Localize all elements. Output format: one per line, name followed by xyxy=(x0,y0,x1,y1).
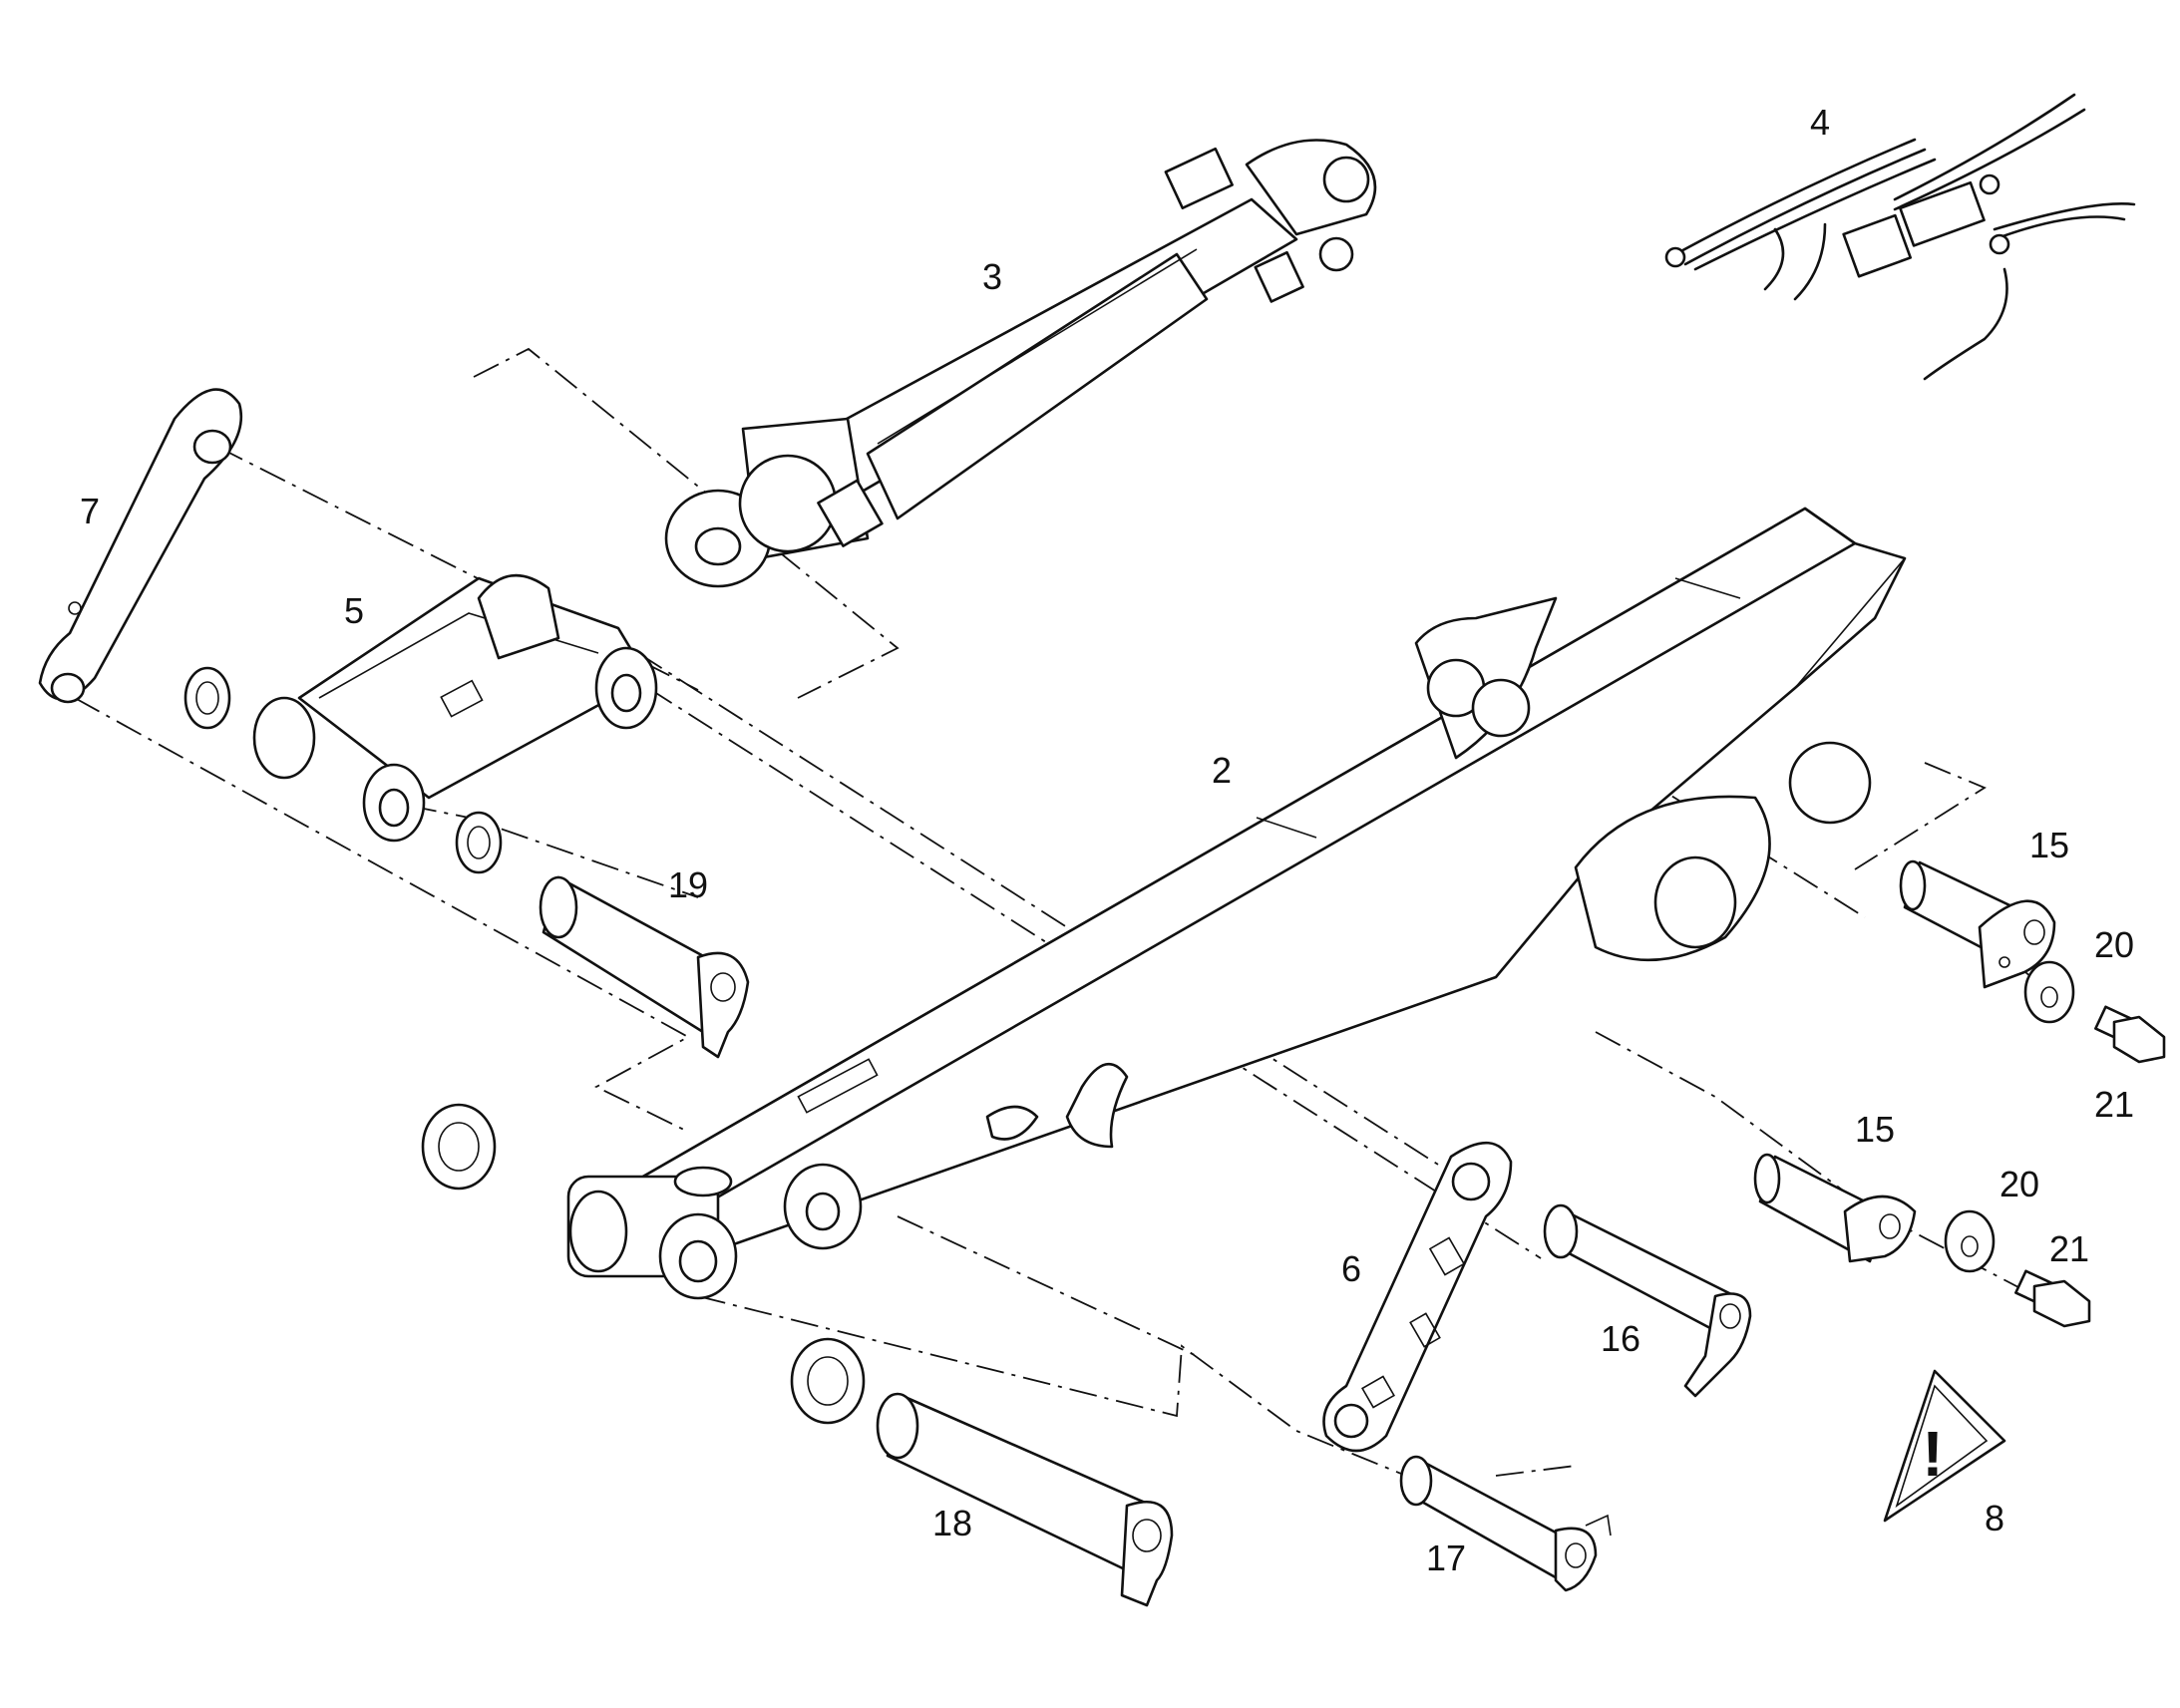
label-20-upper: 20 xyxy=(2094,924,2134,965)
label-4: 4 xyxy=(1810,102,1830,143)
label-8: 8 xyxy=(1985,1498,2004,1538)
part-21-bolt-upper xyxy=(2094,1005,2166,1064)
label-6: 6 xyxy=(1341,1248,1361,1289)
label-20-lower: 20 xyxy=(1999,1164,2039,1204)
part-20-washer-upper xyxy=(2023,960,2075,1024)
label-15-lower: 15 xyxy=(1855,1109,1895,1150)
item-labels: 2 3 4 5 6 7 8 15 15 16 17 18 19 20 20 21… xyxy=(80,102,2134,1578)
part-16-pin xyxy=(1543,1203,1752,1398)
part-8-warning-triangle: ! xyxy=(1883,1369,2006,1523)
warning-triangle-icon: ! xyxy=(1922,1418,1943,1490)
part-17-pin xyxy=(1399,1455,1612,1592)
label-5: 5 xyxy=(344,590,364,631)
label-17: 17 xyxy=(1426,1537,1466,1578)
washers xyxy=(183,666,866,1425)
label-15-upper: 15 xyxy=(2029,825,2069,865)
label-19: 19 xyxy=(668,864,708,905)
label-16: 16 xyxy=(1601,1318,1640,1359)
part-15-bushing-lower xyxy=(1753,1153,1917,1263)
label-18: 18 xyxy=(932,1503,972,1543)
part-6-link-right xyxy=(1322,1141,1513,1453)
part-7-link-left xyxy=(38,388,243,704)
label-2: 2 xyxy=(1212,750,1232,791)
part-3-hydraulic-cylinder xyxy=(664,139,1377,588)
part-19-pin xyxy=(539,875,750,1059)
part-15-bushing-upper xyxy=(1899,859,2056,989)
part-4-hose-valve-kit xyxy=(1664,93,2136,381)
label-21-upper: 21 xyxy=(2094,1084,2134,1125)
part-2-boom xyxy=(566,507,1907,1300)
part-5-bracket xyxy=(252,573,658,843)
label-21-lower: 21 xyxy=(2049,1228,2089,1269)
part-20-washer-lower xyxy=(1944,1209,1996,1273)
part-18-pin xyxy=(876,1392,1174,1607)
label-7: 7 xyxy=(80,491,100,531)
part-21-bolt-lower xyxy=(2014,1269,2091,1328)
label-3: 3 xyxy=(982,256,1002,297)
